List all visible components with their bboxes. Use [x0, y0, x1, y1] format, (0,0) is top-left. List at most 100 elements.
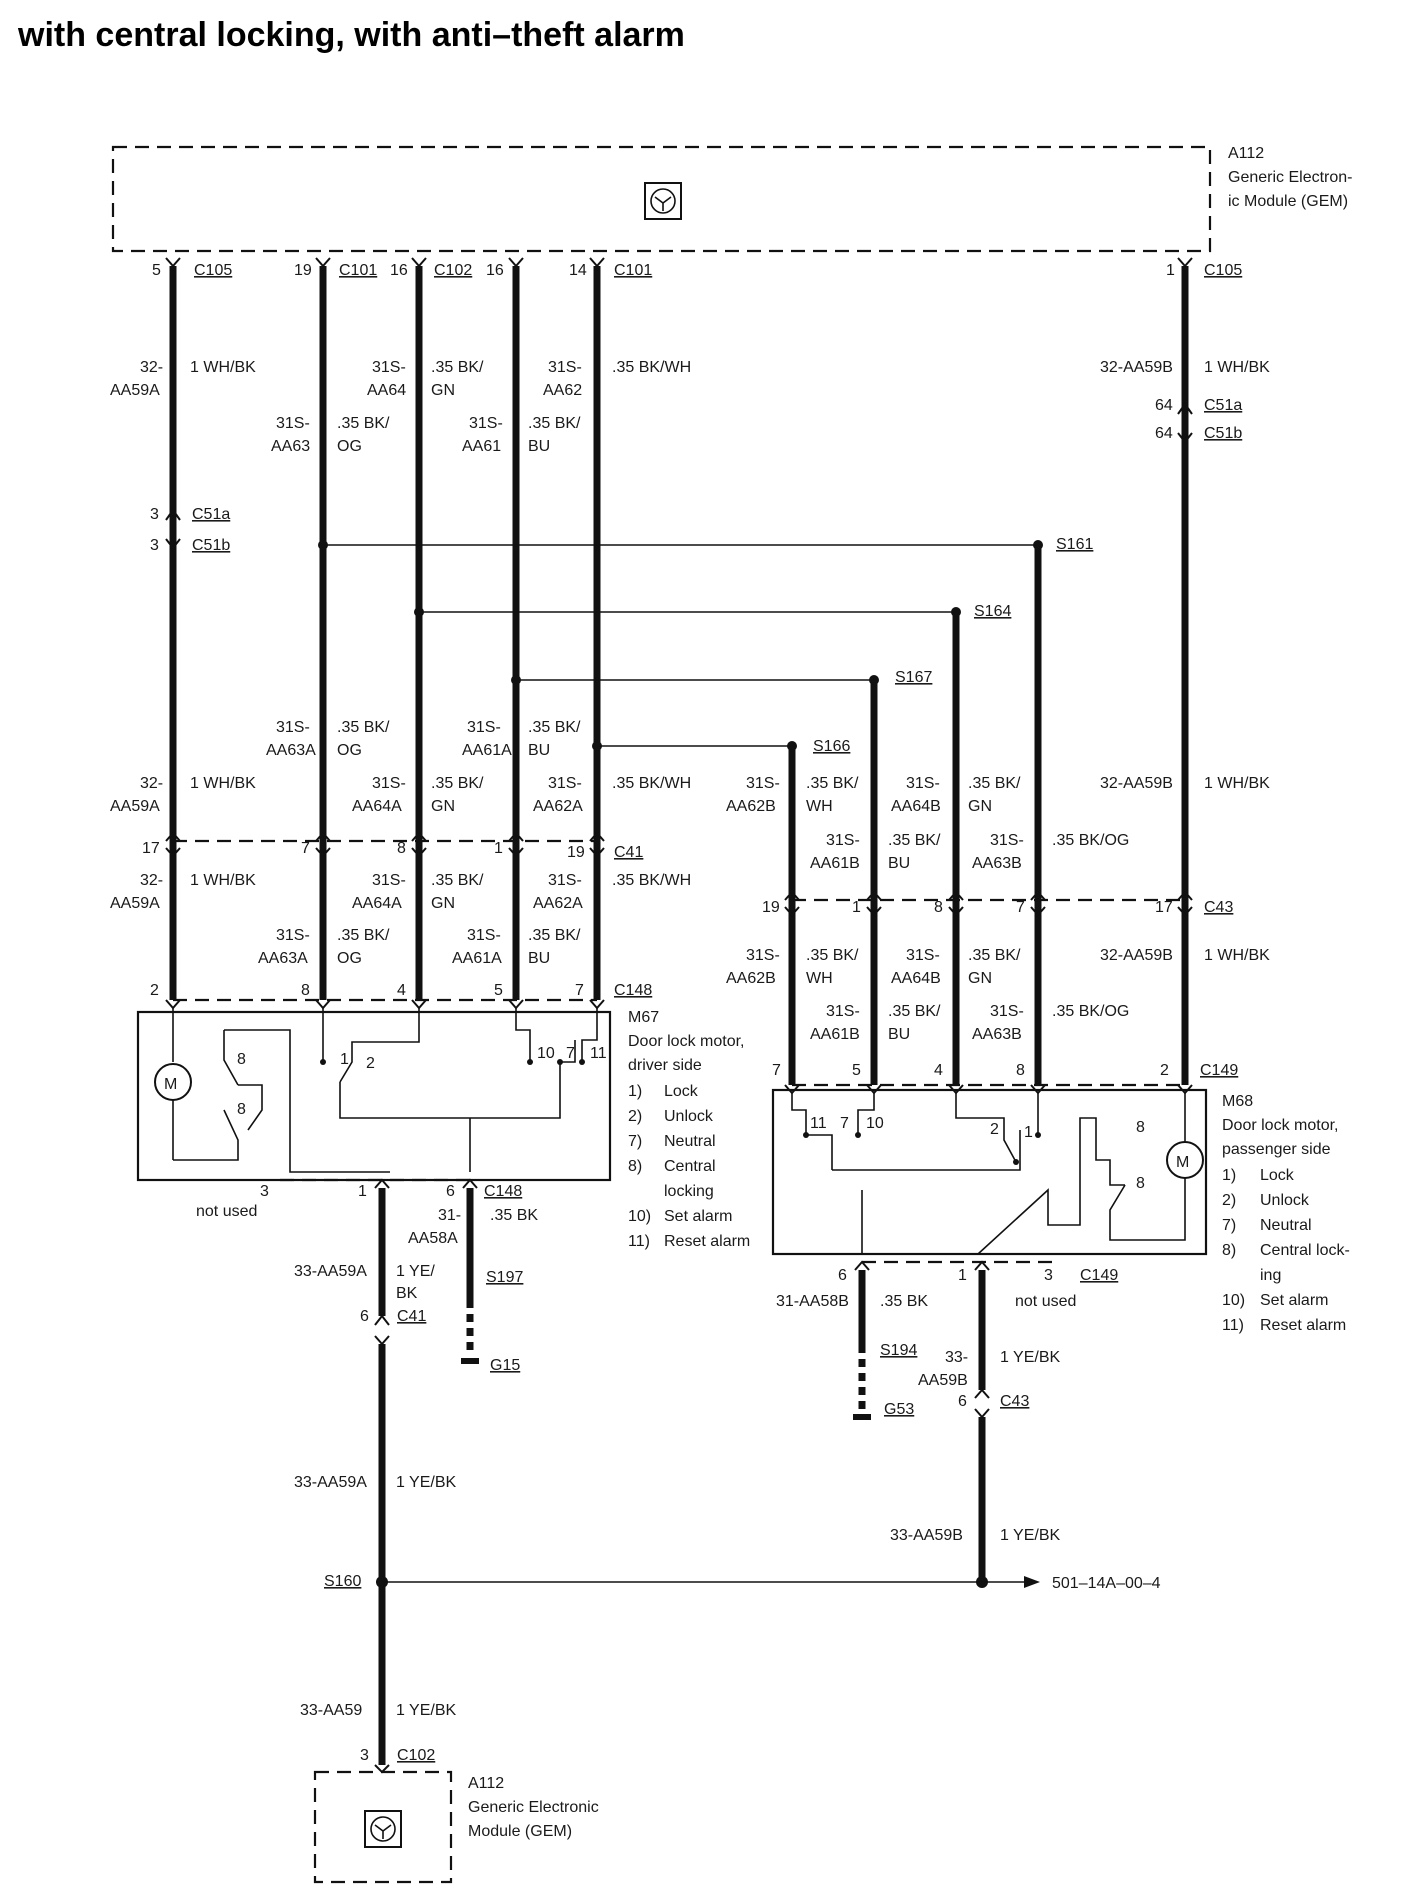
diagram-label: 32- [140, 359, 163, 376]
diagram-label: Door lock motor, [628, 1033, 744, 1050]
wire-labels-middle: 31S- AA63A .35 BK/ OG 31S- AA61A .35 BK/… [110, 719, 1270, 872]
wire-labels-lower-left: 32- AA59A 1 WH/BK 31S- AA64A .35 BK/ GN … [110, 872, 691, 967]
diagram-label: 32- [140, 872, 163, 889]
diagram-label: 2) [628, 1108, 642, 1125]
diagram-label: OG [337, 438, 362, 455]
diagram-label: 8 [1016, 1062, 1025, 1079]
diagram-label: ing [1260, 1267, 1281, 1284]
diagram-label: Unlock [664, 1108, 714, 1125]
wire-labels-lower-right: 31S- AA62B .35 BK/ WH 31S- AA64B .35 BK/… [726, 947, 1270, 1043]
diagram-label: AA64A [352, 895, 402, 912]
diagram-label: AA62A [533, 798, 583, 815]
diagram-label: 33-AA59B [890, 1527, 963, 1544]
connector-c43-b: C43 [1000, 1393, 1029, 1410]
splice-s161: S161 [1056, 536, 1093, 553]
diagram-label: C51b [1204, 425, 1242, 442]
diagram-label: 8) [628, 1158, 642, 1175]
diagram-label: AA59A [110, 382, 160, 399]
wire-labels-upper: 32- AA59A 1 WH/BK 31S- AA64 .35 BK/ GN 3… [110, 359, 1270, 455]
diagram-label: BU [888, 855, 910, 872]
splice-links [318, 540, 1043, 751]
diagram-label: 16 [486, 262, 504, 279]
diagram-label: .35 BK/ [528, 719, 581, 736]
diagram-label: .35 BK/WH [612, 359, 691, 376]
diagram-label: .35 BK [490, 1207, 538, 1224]
diagram-label: 16 [390, 262, 408, 279]
diagram-label: AA61 [462, 438, 501, 455]
splice-s194: S194 [880, 1342, 917, 1359]
diagram-label: 33- [945, 1349, 968, 1366]
connector-c105-b: C105 [1204, 262, 1242, 279]
diagram-label: 10) [1222, 1292, 1245, 1309]
diagram-label: 10) [628, 1208, 651, 1225]
diagram-label: 31S- [906, 775, 940, 792]
diagram-label: AA63A [258, 950, 308, 967]
diagram-label: 1 WH/BK [1204, 359, 1270, 376]
diagram-label: WH [806, 970, 833, 987]
diagram-label: 33-AA59A [294, 1474, 367, 1491]
splice-labels: S161 S164 S167 S166 [813, 536, 1093, 755]
diagram-label: AA61B [810, 855, 860, 872]
diagram-label: 11) [628, 1233, 650, 1250]
diagram-label: 31S- [372, 359, 406, 376]
diagram-label: .35 BK/ [528, 415, 581, 432]
diagram-label: AA58A [408, 1230, 458, 1247]
diagram-label: Neutral [1260, 1217, 1312, 1234]
inline-connector-c41: 17 7 8 1 19 C41 [142, 831, 643, 861]
diagram-label: M68 [1222, 1093, 1253, 1110]
diagram-label: Neutral [664, 1133, 716, 1150]
diagram-label: 31S- [276, 927, 310, 944]
connector-c43-a: C43 [1204, 899, 1233, 916]
diagram-label: M [164, 1076, 177, 1093]
motor-icon: M [154, 1008, 192, 1160]
diagram-label: AA61A [462, 742, 512, 759]
ground-icon-g53 [853, 1414, 871, 1420]
diagram-label: 8 [237, 1101, 246, 1118]
diagram-label: AA63 [271, 438, 310, 455]
diagram-label: .35 BK [880, 1293, 928, 1310]
diagram-label: Unlock [1260, 1192, 1310, 1209]
diagram-label: 1) [628, 1083, 642, 1100]
diagram-label: GN [431, 895, 455, 912]
diagram-label: 7 [301, 840, 310, 857]
diagram-label: 31S- [548, 775, 582, 792]
diagram-label: 6 [446, 1183, 455, 1200]
connector-c149-a: C149 [1200, 1062, 1238, 1079]
diagram-label: AA59A [110, 895, 160, 912]
diagram-label: AA62B [726, 970, 776, 987]
diagram-label: 3 [360, 1747, 369, 1764]
diagram-label: 1 [1166, 262, 1175, 279]
diagram-label: BU [888, 1026, 910, 1043]
diagram-label: 2 [150, 982, 159, 999]
diagram-label: Central [664, 1158, 716, 1175]
diagram-label: 7 [1016, 899, 1025, 916]
diagram-label: .35 BK/ [888, 832, 941, 849]
gem-module-bottom: A112 Generic Electronic Module (GEM) [313, 1770, 599, 1884]
diagram-label: Lock [1260, 1167, 1295, 1184]
diagram-label: AA63A [266, 742, 316, 759]
diagram-label: 31S- [276, 415, 310, 432]
diagram-label: 17 [142, 840, 160, 857]
diagram-label: AA62A [533, 895, 583, 912]
diagram-label: Reset alarm [1260, 1317, 1346, 1334]
diagram-label: 1) [1222, 1167, 1236, 1184]
diagram-label: 31S- [990, 832, 1024, 849]
diagram-label: 6 [838, 1267, 847, 1284]
diagram-label: .35 BK/WH [612, 775, 691, 792]
diagram-label: 31S- [467, 927, 501, 944]
diagram-label: 8 [934, 899, 943, 916]
diagram-label: Lock [664, 1083, 699, 1100]
diagram-label: 31S- [746, 775, 780, 792]
diagram-label: .35 BK/OG [1052, 1003, 1129, 1020]
diagram-label: 4 [397, 982, 406, 999]
diagram-label: Set alarm [664, 1208, 732, 1225]
splice-s160: S160 [324, 1573, 361, 1590]
diagram-label: 11) [1222, 1317, 1244, 1334]
diagram-label: M67 [628, 1009, 659, 1026]
diagram-label: 2 [1160, 1062, 1169, 1079]
diagram-label: not used [1015, 1293, 1076, 1310]
diagram-label: 31S- [276, 719, 310, 736]
diagram-label: 1 [494, 840, 503, 857]
diagram-label: 1 [358, 1183, 367, 1200]
